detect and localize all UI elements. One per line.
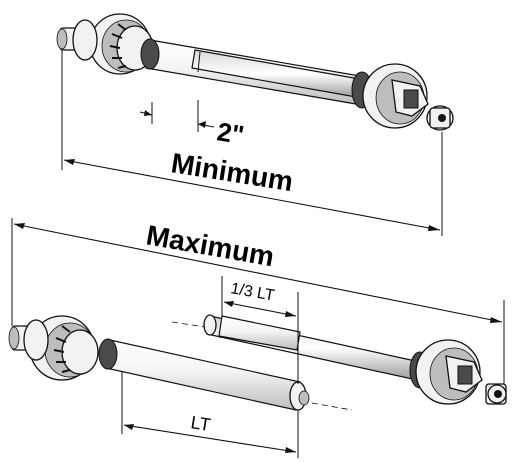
extended-left-tube bbox=[105, 339, 310, 411]
collapsed-left-guard-ribs bbox=[109, 23, 127, 69]
extended-shaft-centerlines bbox=[171, 321, 353, 411]
extended-shaft bbox=[8, 314, 507, 411]
maximum-dimension bbox=[11, 218, 505, 384]
minimum-dimension bbox=[61, 50, 443, 236]
third-lt-label: 1/3 LT bbox=[229, 280, 276, 304]
collapsed-shaft bbox=[56, 13, 454, 131]
minimum-label: Minimum bbox=[169, 147, 295, 197]
extended-right-yoke bbox=[409, 339, 507, 405]
extended-left-guard-ribs bbox=[53, 325, 71, 373]
extended-left-yoke bbox=[8, 315, 118, 381]
third-lt-dimension bbox=[221, 276, 299, 384]
lt-dimension bbox=[121, 372, 299, 458]
lt-label: LT bbox=[189, 412, 212, 435]
gap-dimension bbox=[139, 100, 215, 132]
gap-label: 2" bbox=[215, 116, 246, 150]
collapsed-left-yoke bbox=[56, 13, 160, 75]
maximum-label: Maximum bbox=[144, 219, 277, 272]
collapsed-right-yoke bbox=[351, 63, 454, 131]
